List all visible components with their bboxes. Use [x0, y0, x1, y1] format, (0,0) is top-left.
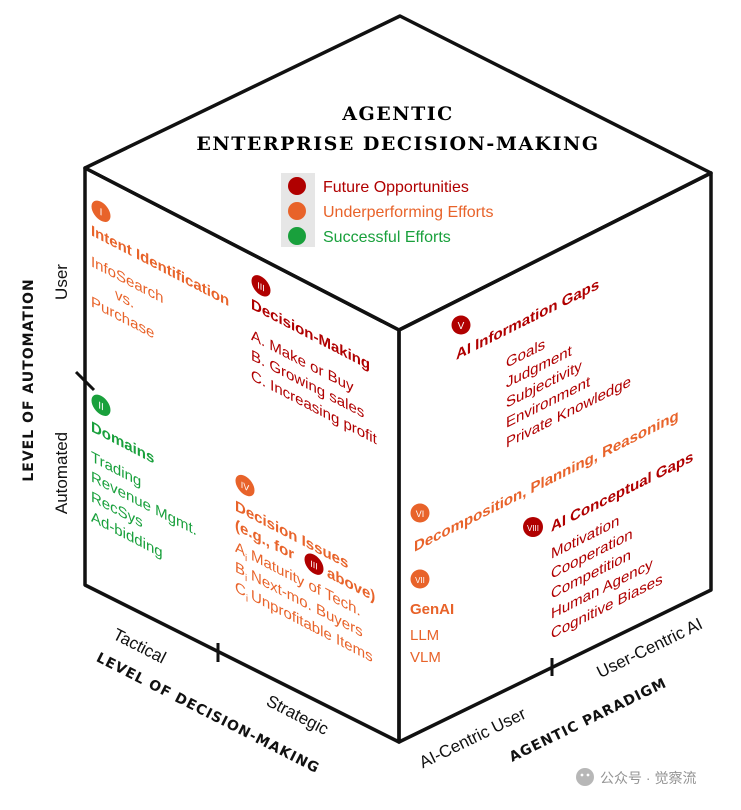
- badge-i: [91, 200, 111, 222]
- watermark: 公众号 · 觉察流: [576, 768, 696, 786]
- section-vii-heading: GenAI: [410, 601, 454, 618]
- legend: Future Opportunities Underperforming Eff…: [281, 173, 493, 247]
- badge-iii-inline-label: III: [310, 559, 318, 573]
- legend-label-successful: Successful Efforts: [323, 229, 451, 246]
- badge-vii: [410, 569, 430, 589]
- badge-ii: [91, 394, 111, 416]
- legend-label-underperforming: Underperforming Efforts: [323, 204, 493, 221]
- cube-outline: [83, 14, 713, 744]
- title-line-1: AGENTIC: [341, 103, 453, 125]
- axis-paradigm-user-centric-label: User-Centric AI: [594, 614, 706, 682]
- legend-marker-orange: [288, 202, 306, 220]
- axis-paradigm-title: AGENTIC PARADIGM: [507, 675, 670, 765]
- badge-iii-inline: [304, 553, 324, 575]
- axis-automation-user-label: User: [52, 264, 71, 300]
- badge-viii-label: VIII: [527, 524, 539, 533]
- badge-viii: [523, 517, 543, 537]
- badge-ii-label: II: [98, 399, 104, 413]
- section-iv-sub-a: Ai: [235, 539, 247, 564]
- section-ii-domains: II Domains Trading Revenue Mgmt. RecSys …: [91, 394, 197, 562]
- section-v-information-gaps: V AI Information Gaps Goals Judgment Sub…: [451, 276, 631, 452]
- axis-automation-tick: [74, 370, 96, 392]
- badge-iv-label: IV: [241, 480, 250, 495]
- badge-v: [451, 315, 471, 335]
- front-face-content: I Intent Identification InfoSearch vs. P…: [91, 200, 377, 666]
- section-vii-item-2: VLM: [410, 649, 441, 666]
- axis-decision-strategic-label: Strategic: [263, 691, 332, 739]
- badge-iii: [251, 275, 271, 297]
- section-iv-sub-c: Ci: [235, 579, 248, 605]
- cube-right-face: [397, 171, 713, 744]
- watermark-text: 公众号 · 觉察流: [600, 770, 696, 786]
- section-iv-sub-b: Bi: [235, 559, 247, 584]
- axis-automation: User Automated LEVEL OF AUTOMATION: [21, 264, 96, 514]
- axis-automation-automated-label: Automated: [52, 432, 71, 514]
- badge-vi-label: VI: [416, 509, 425, 519]
- axis-automation-title: LEVEL OF AUTOMATION: [21, 278, 37, 481]
- legend-label-future: Future Opportunities: [323, 179, 469, 196]
- wechat-logo-icon: [576, 768, 594, 786]
- legend-marker-green: [288, 227, 306, 245]
- badge-vii-label: VII: [415, 576, 425, 585]
- title-line-2: ENTERPRISE DECISION-MAKING: [196, 133, 599, 155]
- section-iv-decision-issues: IV Decision Issues (e.g., for III above)…: [235, 474, 375, 666]
- badge-i-label: I: [100, 206, 103, 219]
- badge-v-label: V: [458, 321, 465, 332]
- section-i-intent: I Intent Identification InfoSearch vs. P…: [91, 200, 229, 343]
- badge-iv: [235, 474, 255, 497]
- section-iii-decision-making: III Decision-Making A. Make or Buy B. Gr…: [251, 275, 377, 449]
- section-vii-genai: VII GenAI LLM VLM: [410, 569, 454, 666]
- badge-vi: [410, 503, 430, 523]
- badge-iii-label: III: [257, 280, 265, 294]
- section-vii-item-1: LLM: [410, 627, 439, 644]
- axis-paradigm: AI-Centric User User-Centric AI AGENTIC …: [416, 614, 705, 772]
- legend-marker-red: [288, 177, 306, 195]
